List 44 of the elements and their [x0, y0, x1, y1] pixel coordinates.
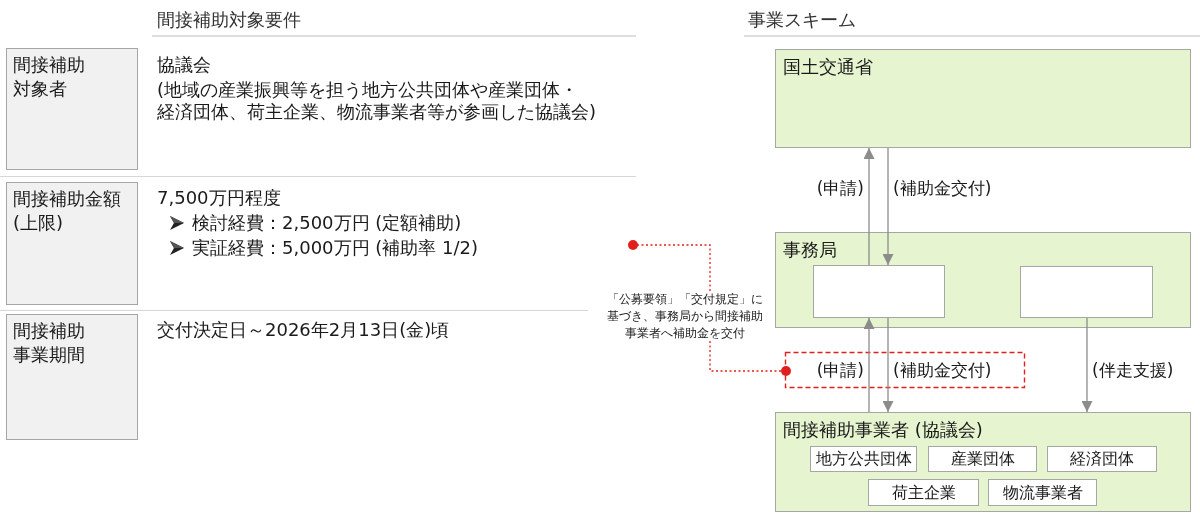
cell-text: 7,500万円程度	[157, 186, 281, 210]
cell-text: 交付決定日～2026年2月13日(金)頃	[157, 318, 450, 342]
bullet-text: 実証経費：5,000万円 (補助率 1/2)	[192, 236, 478, 260]
member-tag	[988, 479, 1097, 506]
section-heading: 間接補助対象要件	[157, 8, 301, 32]
blank-tile	[813, 265, 945, 318]
member-label: 経済団体	[1070, 449, 1134, 469]
member-label: 荷主企業	[891, 482, 956, 503]
arrow	[1081, 317, 1093, 413]
org-panel	[775, 49, 1191, 148]
member-tag	[928, 446, 1037, 472]
member-label: 地方公共団体	[815, 449, 912, 469]
arrow	[863, 147, 875, 266]
cell-text: (地域の産業振興等を担う地方公共団体や産業団体・経済団体、荷主企業、物流事業者等が参画した協議会)	[157, 79, 598, 123]
row-header-panel	[6, 314, 138, 440]
member-tag	[1047, 446, 1157, 472]
edge-label: (伴走支援)	[1092, 359, 1174, 381]
row-header-text: 間接補助対象者	[13, 53, 86, 101]
cell-text: 協議会	[157, 53, 211, 77]
panel-title: 国土交通省	[783, 55, 874, 79]
edge-label: (補助金交付)	[893, 359, 992, 381]
arrow	[882, 317, 894, 413]
org-panel	[775, 232, 1191, 328]
org-panel	[775, 412, 1191, 512]
member-tag	[810, 446, 917, 472]
edge-label: (補助金交付)	[893, 177, 992, 199]
edge-label: (申請)	[815, 359, 864, 381]
row-header-panel	[6, 182, 138, 305]
leader-line	[709, 340, 791, 376]
arrow	[882, 147, 894, 266]
blank-tile	[1020, 266, 1153, 318]
bullet-text: 検討経費：2,500万円 (定額補助)	[192, 211, 462, 235]
section-heading: 事業スキーム	[748, 8, 856, 32]
edge-label: (申請)	[815, 177, 864, 199]
member-label: 産業団体	[950, 449, 1015, 469]
panel-title: 事務局	[783, 238, 838, 262]
row-header-panel	[6, 48, 138, 170]
member-tag	[868, 479, 979, 506]
row-header-text: 間接補助金額(上限)	[13, 187, 122, 235]
arrow	[863, 317, 875, 413]
leader-line	[628, 240, 711, 292]
row-header-text: 間接補助事業期間	[13, 319, 86, 367]
member-label: 物流事業者	[1002, 482, 1083, 503]
panel-title: 間接補助事業者 (協議会)	[783, 418, 984, 442]
